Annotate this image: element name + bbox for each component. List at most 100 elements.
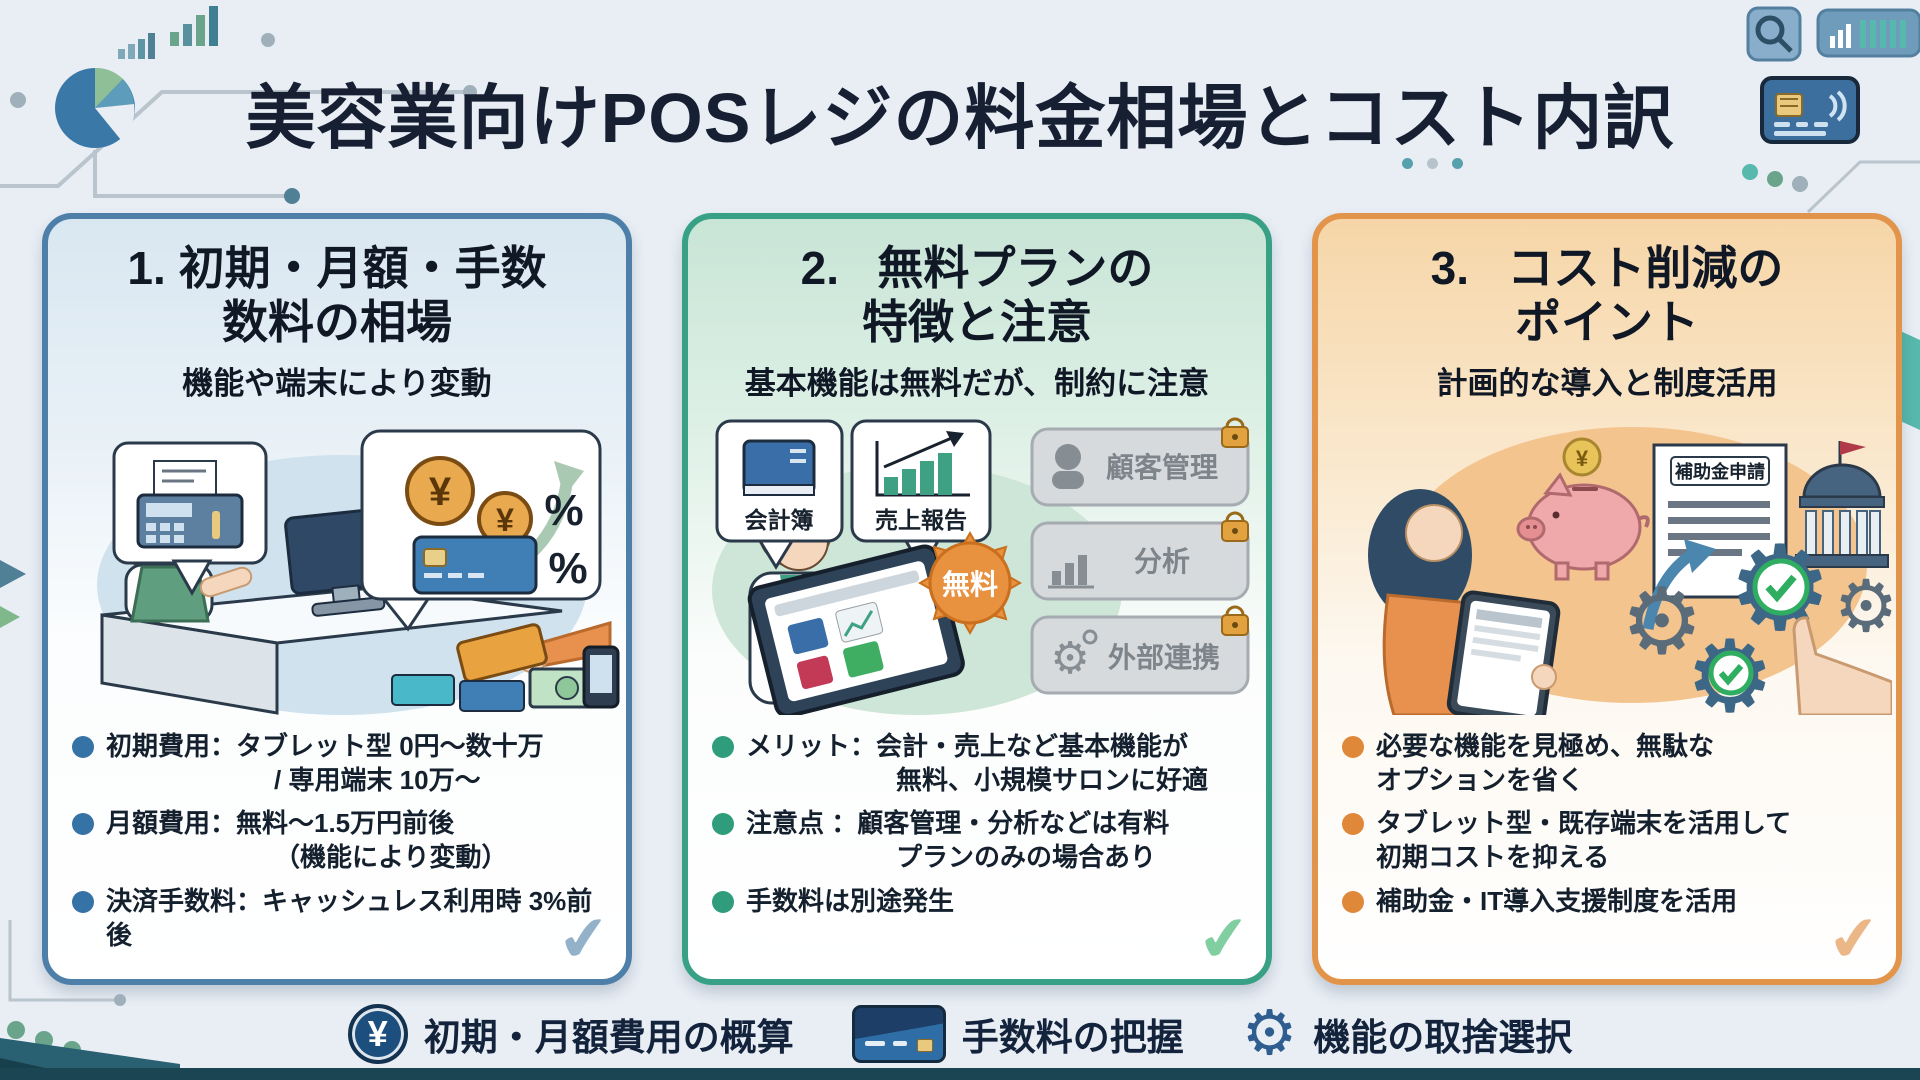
check-circle-icon [1708,650,1754,696]
pie-chart-icon [55,67,135,148]
bullet-dot [712,735,734,758]
check-icon: ✔ [554,902,614,977]
legend-item-fees: 手数料の把握 [851,1005,1184,1063]
receipt-printer-icon [112,441,268,596]
svg-text:¥: ¥ [1576,446,1589,471]
bullet-dot [72,890,94,913]
card-cost-cutting: 3. コスト削減の ポイント 計画的な導入と制度活用 [1312,213,1902,985]
title-dots-decoration [1402,158,1463,169]
bar-chart-icon [118,33,155,59]
yen-coin-icon: ¥ [477,490,533,547]
locked-feature-chip: 分析 [1030,511,1250,601]
user-illustration [1368,488,1561,726]
bullet-item: 補助金・IT導入支援制度を活用 [1342,884,1876,918]
card-title: 3. コスト削減の ポイント [1430,242,1784,349]
fees-bubble-illustration: ¥ ¥ % % [360,429,602,632]
legend-label: 初期・月額費用の概算 [423,1017,794,1058]
bullet-item: 決済手数料：キャッシュレス利用時 3%前後 [72,884,606,953]
card-subtitle: 機能や端末により変動 [182,365,492,401]
money-icons [391,645,620,712]
bullet-list: 初期費用：タブレット型 0円〜数十万/ 専用端末 10万〜 月額費用：無料〜1.… [62,729,612,953]
bullet-dot [1342,735,1364,758]
card-subtitle: 基本機能は無料だが、制約に注意 [744,365,1210,401]
bullet-dot [1342,813,1364,836]
bullet-dot [712,813,734,836]
yen-circle-icon: ¥ [347,1004,408,1064]
card-free-plan: 2. 無料プランの 特徴と注意 基本機能は無料だが、制約に注意 [682,213,1272,985]
svg-text:¥: ¥ [429,470,452,514]
check-circle-icon [1752,558,1810,616]
right-edge-decoration [1898,330,1920,430]
free-badge-label: 無料 [942,569,998,600]
page-title: 美容業向けPOSレジの料金相場とコスト内訳 [245,79,1675,157]
card-title: 2. 無料プランの 特徴と注意 [800,242,1154,349]
bullet-item: 月額費用：無料〜1.5万円前後（機能により変動） [72,806,606,875]
contactless-card-icon [1760,76,1860,144]
card-subtitle: 計画的な導入と制度活用 [1436,365,1778,401]
check-icon: ✔ [1194,902,1254,977]
bullet-item: タブレット型・既存端末を活用して初期コストを抑える [1342,806,1876,875]
bullet-list: 必要な機能を見極め、無駄なオプションを省く タブレット型・既存端末を活用して初期… [1332,729,1882,919]
svg-text:⚙: ⚙ [1050,634,1089,683]
bullet-dot [72,813,94,836]
sales-report-label: 売上報告 [875,507,967,533]
svg-text:¥: ¥ [496,502,514,538]
pointing-hand-illustration [1792,616,1894,717]
bullet-item: 手数料は別途発生 [712,884,1246,918]
pos-checkout-illustration: ¥ ¥ % % [62,415,622,715]
bottom-left-decoration [0,920,180,1080]
top-left-decoration [0,6,477,204]
gear-icon: ⚙ [1241,999,1298,1068]
lock-icon [1221,511,1249,542]
bar-chart-icon [170,6,218,46]
lock-icon [1221,605,1249,636]
card-title: 1. 初期・月額・手数 数料の相場 [127,242,547,349]
svg-text:%: % [544,486,583,535]
top-right-decoration [1742,6,1920,214]
gears-illustration: ⚙ ⚙ ⚙ ⚙ [1621,523,1899,733]
check-icon: ✔ [1824,902,1884,977]
svg-text:⚙: ⚙ [1834,567,1892,647]
subsidy-document-label: 補助金申請 [1674,461,1765,482]
piggy-bank-icon: ¥ [1516,437,1650,581]
government-building-icon [1795,440,1889,568]
legend-item-costs: ¥ 初期・月額費用の概算 [347,1004,794,1064]
bullet-item: 注意点 ：顧客管理・分析などは有料プランのみの場合あり [712,806,1246,875]
card-number: 1. [127,242,166,294]
sales-report-bubble: 売上報告 [850,419,992,572]
yen-coin-icon: ¥ [405,455,475,526]
card-number: 3. [1430,242,1470,294]
footer-bar [0,1068,1920,1080]
credit-card-icon [412,535,538,595]
credit-card-icon [851,1005,946,1063]
crm-label: 顧客管理 [1106,451,1218,483]
bullet-dot [1342,890,1364,913]
locked-feature-chip: ⚙ 外部連携 [1030,605,1250,695]
svg-text:%: % [548,544,587,593]
free-badge: 無料 [917,530,1023,635]
analytics-label: 分析 [1134,546,1190,577]
card-pricing-overview: 1. 初期・月額・手数 数料の相場 機能や端末により変動 [42,213,632,985]
tablet-illustration [747,544,965,718]
bullet-item: 必要な機能を見極め、無駄なオプションを省く [1342,729,1876,798]
bullet-dot [72,735,94,758]
locked-feature-chip: 顧客管理 [1030,417,1250,507]
bullet-item: メリット：会計・売上など基本機能が無料、小規模サロンに好適 [712,729,1246,798]
accounting-bubble: 会計簿 [715,419,844,570]
integrations-label: 外部連携 [1108,642,1220,673]
bullet-dot [712,890,734,913]
lock-icon [1221,417,1249,448]
legend-label: 手数料の把握 [961,1017,1184,1058]
svg-text:⚙: ⚙ [1621,571,1703,673]
bullet-list: メリット：会計・売上など基本機能が無料、小規模サロンに好適 注意点 ：顧客管理・… [702,729,1252,919]
bullet-item: 初期費用：タブレット型 0円〜数十万/ 専用端末 10万〜 [72,729,606,798]
legend-label: 機能の取捨選択 [1313,1017,1573,1058]
footer-legend: ¥ 初期・月額費用の概算 手数料の把握 ⚙ 機能の取捨選択 [0,998,1920,1070]
card-number: 2. [800,242,840,294]
cost-cutting-illustration: ¥ 補助金申請 [1332,415,1899,733]
legend-item-features: ⚙ 機能の取捨選択 [1242,1003,1573,1065]
left-edge-decoration [0,560,26,628]
accounting-label: 会計簿 [745,507,814,533]
signal-bars-icon [1816,8,1920,58]
